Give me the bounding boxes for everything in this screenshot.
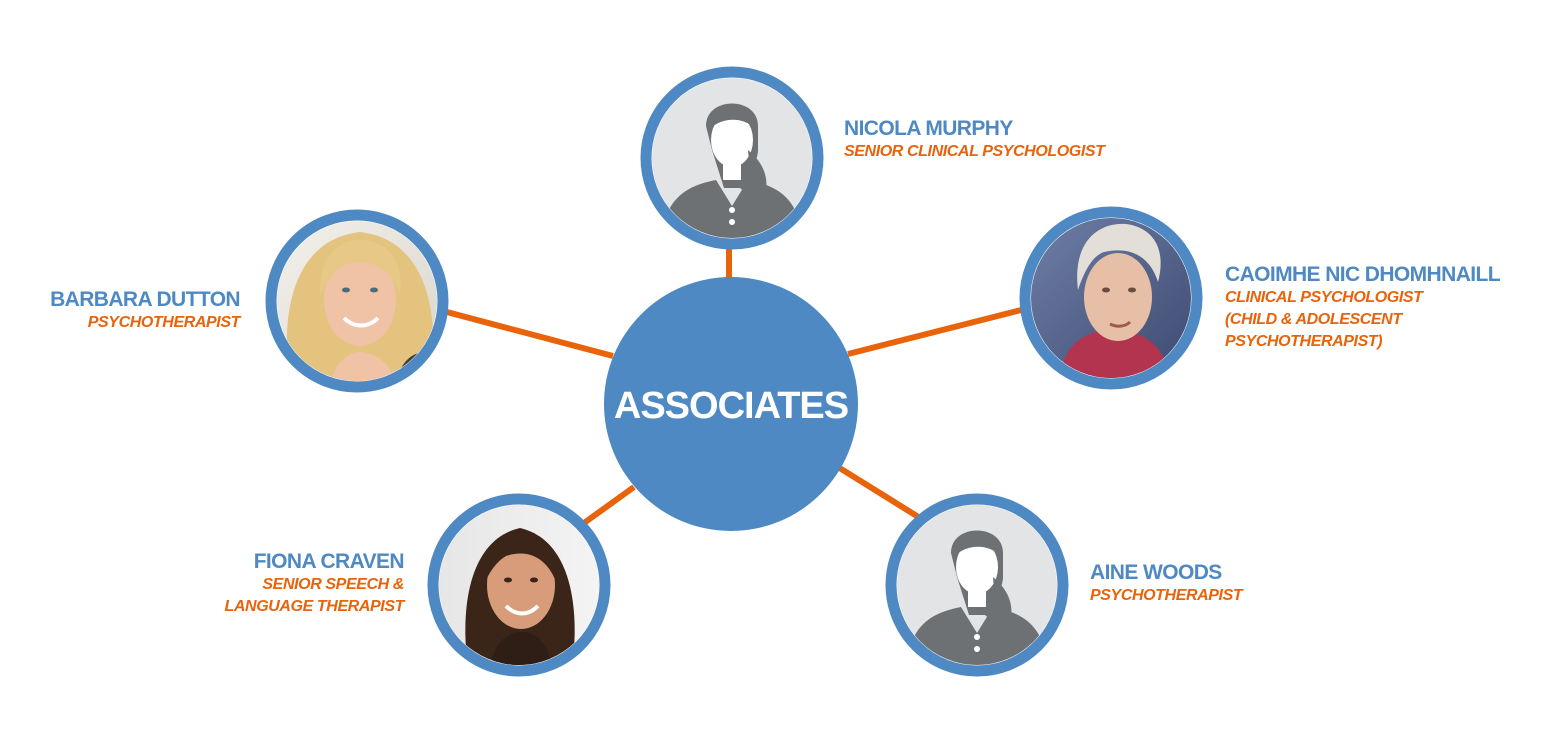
person-role-line-2: LANGUAGE THERAPIST [224,598,405,615]
person-name: AINE WOODS [1090,561,1222,584]
person-label-fiona-craven: FIONA CRAVEN SENIOR SPEECH & LANGUAGE TH… [224,550,405,618]
person-role-line-1: SENIOR SPEECH & [262,576,404,593]
person-label-nicola-murphy: NICOLA MURPHY SENIOR CLINICAL PSYCHOLOGI… [844,117,1105,163]
person-role: PSYCHOTHERAPIST [1090,587,1243,604]
portrait-photo-fiona-craven [439,505,599,665]
person-label-caoimhe-nic-dhomhnaill: CAOIMHE NIC DHOMHNAILL CLINICAL PSYCHOLO… [1225,263,1501,353]
portrait-photo-caoimhe-nic-dhomhnaill [1031,218,1191,378]
connector-caoimhe-nic-dhomhnaill [847,304,1034,357]
person-role: PSYCHOTHERAPIST [87,314,241,331]
person-name: NICOLA MURPHY [844,117,1013,140]
person-role-line-3: PSYCHOTHERAPIST) [1225,333,1383,350]
person-role-line-2: (CHILD & ADOLESCENT [1225,311,1402,328]
placeholder-female-avatar-icon [652,78,812,238]
connector-barbara-dutton [442,308,614,359]
portrait-photo-barbara-dutton [277,221,437,381]
person-name: BARBARA DUTTON [50,288,241,311]
person-name: CAOIMHE NIC DHOMHNAILL [1225,263,1501,286]
person-name: FIONA CRAVEN [253,550,405,573]
person-label-barbara-dutton: BARBARA DUTTON PSYCHOTHERAPIST [50,288,241,334]
connector-aine-woods [836,464,922,521]
connector-fiona-craven [582,484,636,526]
person-node-nicola-murphy [640,66,824,250]
person-label-aine-woods: AINE WOODS PSYCHOTHERAPIST [1090,561,1243,607]
hub-label: ASSOCIATES [614,385,848,427]
placeholder-female-avatar-icon [897,505,1057,665]
person-node-fiona-craven [427,493,611,677]
person-node-barbara-dutton [265,209,449,393]
person-role: SENIOR CLINICAL PSYCHOLOGIST [844,143,1105,160]
person-node-aine-woods [885,493,1069,677]
person-role-line-1: CLINICAL PSYCHOLOGIST [1225,289,1423,306]
person-node-caoimhe-nic-dhomhnaill [1019,206,1203,390]
hub-node: ASSOCIATES [604,277,858,531]
